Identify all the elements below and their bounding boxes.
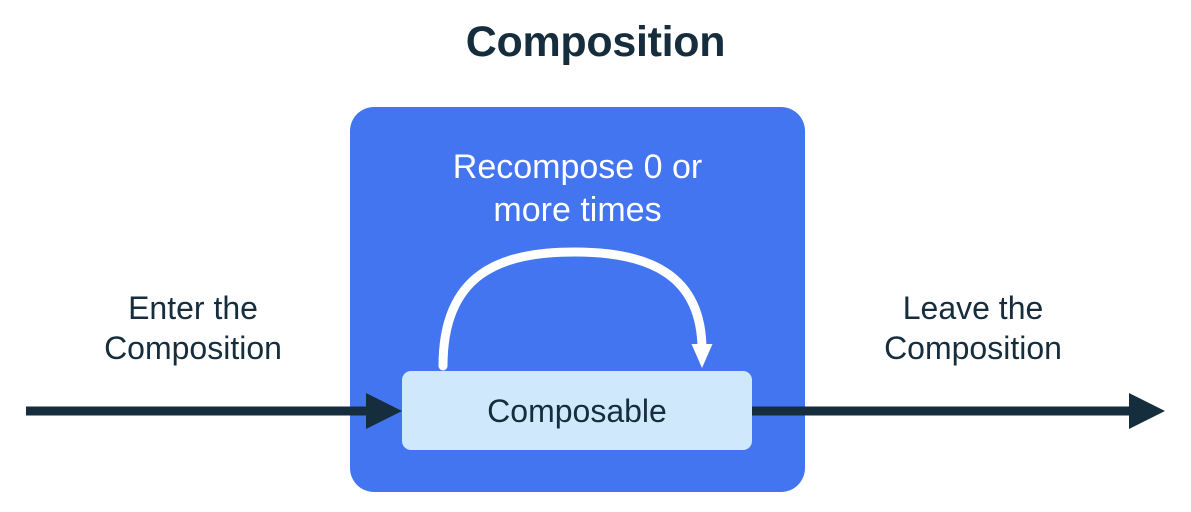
enter-caption-line-1: Enter the [128,290,258,326]
leave-composition-caption: Leave the Composition [818,288,1128,369]
composable-node-label: Composable [487,392,667,429]
recompose-caption-line-1: Recompose 0 or [452,148,703,186]
leave-composition-arrow-icon [752,393,1165,429]
composable-node: Composable [402,371,752,450]
leave-caption-line-2: Composition [884,330,1062,367]
leave-caption-line-1: Leave the [902,290,1044,326]
enter-caption-line-2: Composition [104,330,282,367]
recompose-caption: Recompose 0 or more times [370,146,785,232]
recompose-caption-line-2: more times [493,190,662,229]
enter-composition-arrow-icon [26,393,402,429]
page-title: Composition [465,18,726,66]
curved-loop-arrow-icon [438,247,713,371]
enter-composition-caption: Enter the Composition [38,288,348,369]
